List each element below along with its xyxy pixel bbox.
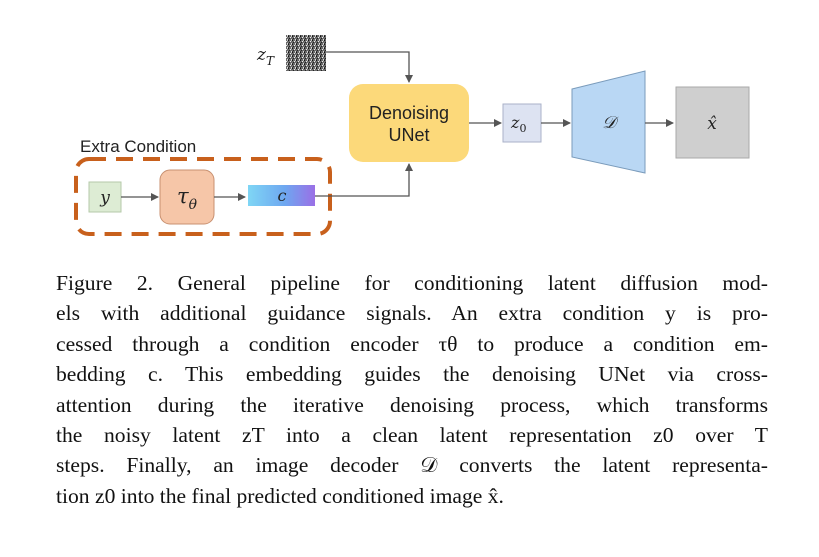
caption-line-1: Figure 2. General pipeline for condition… <box>56 271 768 295</box>
caption-line-2: els with additional guidance signals. An… <box>56 301 768 326</box>
noise-label: zT <box>256 45 275 68</box>
y-box <box>88 181 122 213</box>
decoder-shape <box>571 70 646 174</box>
encoder-label-sub: θ <box>189 197 198 213</box>
noise-image <box>286 35 326 71</box>
embedding-label: c <box>278 186 287 205</box>
output-image-box <box>675 86 750 159</box>
arrow-embedding-to-unet <box>315 163 413 197</box>
caption-line-7: steps. Finally, an image decoder 𝒟 conve… <box>56 453 768 478</box>
pipeline-diagram: zT Denoising UNet z0 𝒟 x̂ Extra Conditio… <box>74 35 750 236</box>
y-label: y <box>99 188 110 208</box>
caption-line-3: cessed through a condition encoder τθ to… <box>56 331 768 356</box>
extra-condition-label: Extra Condition <box>80 137 196 156</box>
unet-label-line2: UNet <box>388 125 429 145</box>
output-label: x̂ <box>707 114 717 134</box>
decoder-label: 𝒟 <box>602 113 619 133</box>
unet-label-line1: Denoising <box>369 103 449 123</box>
arrow-noise-to-unet <box>326 51 413 83</box>
condition-embedding-bar <box>248 185 315 206</box>
caption-line-4: bedding c. This embedding guides the den… <box>56 362 768 387</box>
encoder-label: τθ <box>177 184 198 213</box>
caption-line-8: tion z0 into the final predicted conditi… <box>56 483 504 508</box>
figure-caption: Figure 2. General pipeline for condition… <box>56 268 768 511</box>
z0-label: z0 <box>510 113 526 135</box>
noise-label-sub: T <box>266 54 275 68</box>
caption-line-6: the noisy latent zT into a clean latent … <box>56 423 768 448</box>
z0-sub: 0 <box>519 122 526 135</box>
denoising-unet-box <box>349 84 469 162</box>
caption-line-5: attention during the iterative denoising… <box>56 392 768 417</box>
